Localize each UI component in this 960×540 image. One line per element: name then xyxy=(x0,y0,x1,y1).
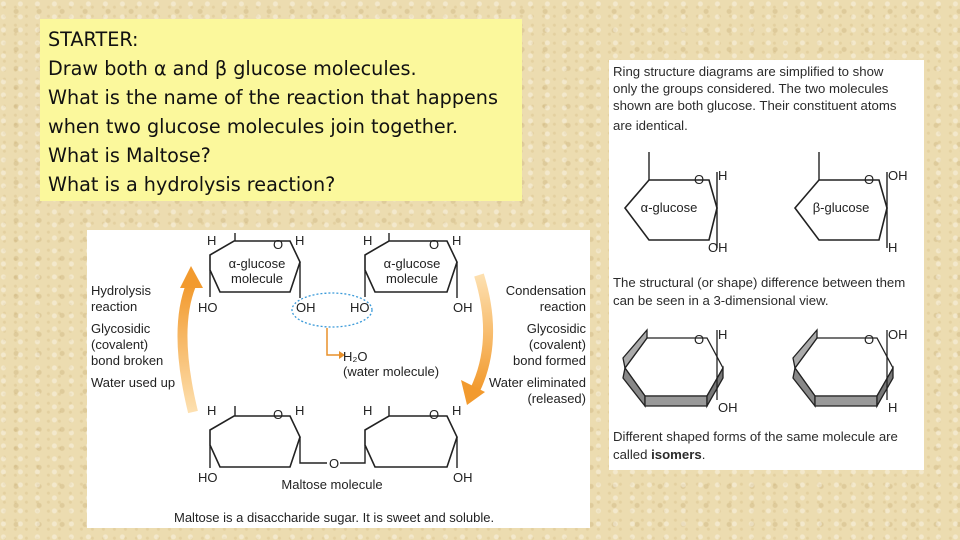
atom-label: H xyxy=(295,403,304,418)
glycosidic-bond xyxy=(299,437,327,464)
hydrolysis-arrow xyxy=(177,283,198,414)
atom-label: H xyxy=(207,403,216,418)
figure-caption: Maltose is a disaccharide sugar. It is s… xyxy=(174,510,494,525)
condensation-text: Condensation reaction Glycosidic (covale… xyxy=(489,283,587,406)
water-formula: H₂O xyxy=(343,349,368,364)
isomers-term: isomers xyxy=(651,447,702,462)
atom-label: O xyxy=(329,456,339,471)
intro-line: are identical. xyxy=(613,118,688,133)
atom-label: O xyxy=(273,407,283,422)
atom-label: H xyxy=(363,403,372,418)
starter-line: What is a hydrolysis reaction? xyxy=(48,173,336,196)
side-text: Glycosidic xyxy=(91,321,151,336)
side-text: Water used up xyxy=(91,375,175,390)
atom-label: OH xyxy=(453,470,473,485)
atom-label: H xyxy=(888,400,897,415)
side-text: Water eliminated xyxy=(489,375,586,390)
glucose-isomers-diagram: Ring structure diagrams are simplified t… xyxy=(609,60,924,470)
molecule-label: α-glucose xyxy=(229,256,286,271)
starter-line: Draw both α and β glucose molecules. xyxy=(48,57,417,80)
side-text: reaction xyxy=(91,299,137,314)
bottom-suffix: . xyxy=(702,447,706,462)
middle-line: can be seen in a 3-dimensional view. xyxy=(613,293,829,308)
side-text: bond broken xyxy=(91,353,163,368)
atom-label: O xyxy=(694,172,704,187)
maltose-label: Maltose molecule xyxy=(281,477,382,492)
intro-line: shown are both glucose. Their constituen… xyxy=(613,98,897,113)
intro-line: Ring structure diagrams are simplified t… xyxy=(613,64,884,79)
glucose-ring-top-right xyxy=(364,240,458,293)
bottom-line: Different shaped forms of the same molec… xyxy=(613,429,898,444)
atom-label: H xyxy=(295,233,304,248)
atom-label: HO xyxy=(350,300,370,315)
bottom-line: called isomers. xyxy=(613,447,705,462)
atom-label: O xyxy=(694,332,704,347)
atom-label: O xyxy=(273,237,283,252)
starter-line: What is the name of the reaction that ha… xyxy=(48,86,498,109)
atom-label: H xyxy=(718,327,727,342)
beta-glucose-label: β-glucose xyxy=(813,200,870,215)
hydrolysis-text: Hydrolysis reaction Glycosidic (covalent… xyxy=(91,283,175,390)
atom-label: OH xyxy=(296,300,316,315)
molecule-label: molecule xyxy=(386,271,438,286)
atom-label: O xyxy=(864,332,874,347)
side-text: (covalent) xyxy=(529,337,586,352)
atom-label: OH xyxy=(453,300,473,315)
atom-label: OH xyxy=(708,240,728,255)
water-removal-highlight xyxy=(291,292,373,328)
atom-label: OH xyxy=(888,327,908,342)
atom-label: OH xyxy=(718,400,738,415)
side-text: bond formed xyxy=(513,353,586,368)
atom-label: HO xyxy=(198,300,218,315)
maltose-ring-left xyxy=(209,415,301,468)
atom-label: H xyxy=(888,240,897,255)
atom-label: OH xyxy=(888,168,908,183)
side-text: reaction xyxy=(540,299,586,314)
side-text: (released) xyxy=(527,391,586,406)
condensation-arrowhead xyxy=(461,380,485,405)
hydrolysis-arrowhead xyxy=(180,266,203,288)
starter-line: when two glucose molecules join together… xyxy=(48,115,458,138)
atom-label: H xyxy=(452,233,461,248)
alpha-chair-3d xyxy=(622,328,724,409)
intro-line: only the groups considered. The two mole… xyxy=(613,81,889,96)
water-arrow xyxy=(326,328,339,356)
side-text: Glycosidic xyxy=(527,321,587,336)
middle-line: The structural (or shape) difference bet… xyxy=(613,275,905,290)
molecule-label: molecule xyxy=(231,271,283,286)
molecule-label: α-glucose xyxy=(384,256,441,271)
water-caption: (water molecule) xyxy=(343,364,439,379)
atom-label: H xyxy=(718,168,727,183)
glucose-ring-top-left xyxy=(209,240,301,293)
maltose-reaction-diagram: H O H α-glucose molecule HO OH H O H α-g… xyxy=(87,230,590,528)
atom-label: HO xyxy=(198,470,218,485)
atom-label: O xyxy=(429,237,439,252)
atom-label: H xyxy=(363,233,372,248)
condensation-arrow xyxy=(470,273,494,393)
atom-label: H xyxy=(207,233,216,248)
side-text: Hydrolysis xyxy=(91,283,151,298)
atom-label: H xyxy=(452,403,461,418)
atom-label: O xyxy=(864,172,874,187)
atom-label: O xyxy=(429,407,439,422)
starter-line: What is Maltose? xyxy=(48,144,211,167)
starter-box: STARTER: Draw both α and β glucose molec… xyxy=(40,19,522,201)
bottom-prefix: called xyxy=(613,447,651,462)
side-text: (covalent) xyxy=(91,337,148,352)
beta-chair-3d xyxy=(792,328,894,409)
side-text: Condensation xyxy=(506,283,586,298)
maltose-ring-right xyxy=(364,415,458,468)
starter-line: STARTER: xyxy=(48,28,139,51)
alpha-glucose-label: α-glucose xyxy=(641,200,698,215)
